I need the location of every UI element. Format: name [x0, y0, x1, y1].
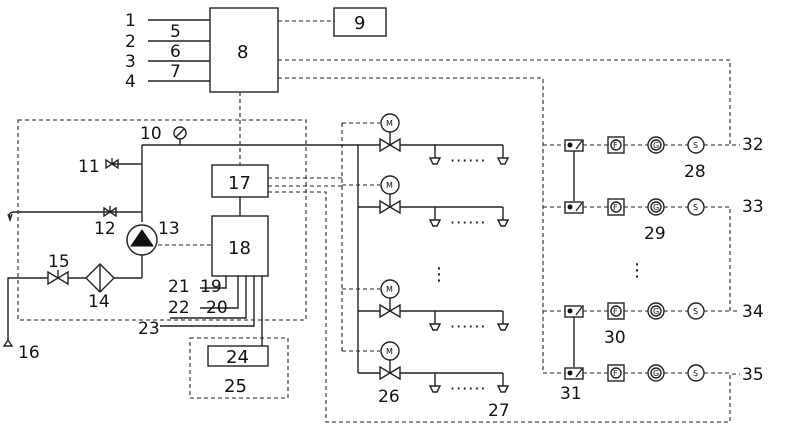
link-8-32: [278, 59, 740, 146]
ellipsis-vertical-valves: ⋮: [430, 264, 448, 285]
label-6: 6: [170, 42, 181, 62]
label-13: 13: [158, 219, 180, 239]
sprinkler-icon: [428, 157, 442, 165]
display-box: [333, 7, 387, 37]
label-1: 1: [125, 11, 136, 31]
sprinkler-icon: [496, 385, 510, 393]
water-source-icon: [2, 338, 14, 347]
label-20: 20: [206, 298, 228, 318]
sensor-chain-row4: F G S: [564, 364, 730, 382]
label-32: 32: [742, 135, 764, 155]
label-8: 8: [237, 42, 248, 63]
label-30: 30: [604, 328, 626, 348]
svg-text:S: S: [693, 369, 698, 378]
return-pipe: [8, 211, 142, 219]
label-31: 31: [560, 384, 582, 404]
box-18: [211, 215, 269, 277]
label-35: 35: [742, 365, 764, 385]
sprinkler-icon: [496, 157, 510, 165]
label-19: 19: [200, 277, 222, 297]
label-9: 9: [354, 13, 365, 34]
svg-text:M: M: [386, 347, 393, 356]
input-lines: [148, 19, 210, 82]
valve-row1-icon: [379, 137, 392, 153]
label-14: 14: [88, 292, 110, 312]
valve-row3-icon: [379, 303, 392, 319]
label-29: 29: [644, 224, 666, 244]
label-17: 17: [228, 173, 251, 194]
ellipsis-row3: ······: [450, 317, 487, 336]
sensor-chain-row3: F G S: [564, 302, 730, 320]
svg-text:S: S: [693, 203, 698, 212]
ellipsis-vertical-sensors: ⋮: [628, 260, 646, 281]
link-17-35: [268, 191, 740, 423]
box-25-enclosure: [189, 337, 289, 399]
label-28: 28: [684, 162, 706, 182]
svg-text:F: F: [613, 203, 618, 212]
label-27: 27: [488, 401, 510, 421]
svg-text:F: F: [613, 307, 618, 316]
label-3: 3: [125, 52, 136, 72]
label-26: 26: [378, 387, 400, 407]
ellipsis-row4: ······: [450, 379, 487, 398]
label-34: 34: [742, 302, 764, 322]
label-22: 22: [168, 298, 190, 318]
sprinkler-icon: [496, 323, 510, 331]
inlet-pipe: [7, 277, 48, 340]
label-15: 15: [48, 252, 70, 272]
valve-11-icon: [105, 158, 114, 170]
controller-box: [209, 7, 279, 93]
label-12: 12: [94, 219, 116, 239]
svg-text:S: S: [693, 141, 698, 150]
sprinkler-icon: [496, 219, 510, 227]
label-21: 21: [168, 277, 190, 297]
label-10: 10: [140, 124, 162, 144]
valve-row2-icon: [379, 199, 392, 215]
sensor-chain-row1: F G S: [564, 136, 730, 154]
label-2: 2: [125, 32, 136, 52]
valve-row4-icon: [379, 365, 392, 381]
ellipsis-row1: ······: [450, 151, 487, 170]
svg-text:G: G: [653, 307, 659, 316]
ellipsis-row2: ······: [450, 213, 487, 232]
svg-text:M: M: [386, 119, 393, 128]
pump-station-enclosure: [17, 119, 307, 321]
label-18: 18: [228, 238, 251, 259]
svg-text:M: M: [386, 181, 393, 190]
svg-text:G: G: [653, 369, 659, 378]
label-23: 23: [138, 319, 160, 339]
sprinkler-icon: [428, 323, 442, 331]
box-24: [207, 345, 269, 367]
box-17: [211, 164, 269, 198]
sprinklers: [428, 145, 510, 393]
sprinkler-icon: [428, 385, 442, 393]
label-7: 7: [170, 62, 181, 82]
label-4: 4: [125, 72, 136, 92]
svg-text:G: G: [653, 203, 659, 212]
label-25: 25: [224, 376, 247, 397]
valve-12-icon: [103, 206, 112, 218]
label-33: 33: [742, 197, 764, 217]
sensor-chain-row2: F G S: [564, 198, 740, 312]
svg-text:G: G: [653, 141, 659, 150]
label-24: 24: [226, 347, 249, 368]
sprinkler-icon: [428, 219, 442, 227]
valve-15-icon: [47, 270, 60, 286]
svg-text:S: S: [693, 307, 698, 316]
svg-text:F: F: [613, 141, 618, 150]
label-16: 16: [18, 343, 40, 363]
svg-text:F: F: [613, 369, 618, 378]
svg-text:M: M: [386, 285, 393, 294]
label-11: 11: [78, 157, 100, 177]
label-5: 5: [170, 22, 181, 42]
